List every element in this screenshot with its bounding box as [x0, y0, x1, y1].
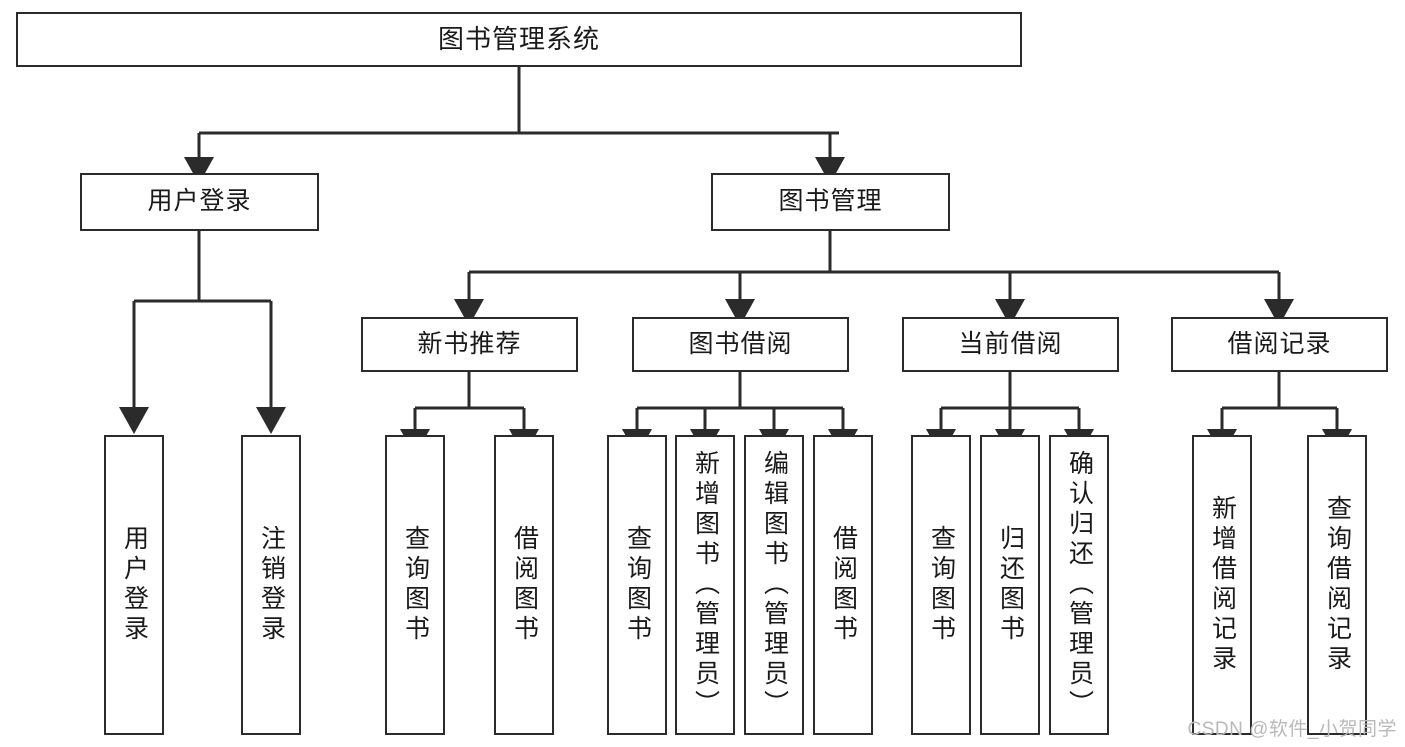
node-leaf-logout-login[interactable]: 注销登录 — [241, 435, 301, 735]
node-leaf-query-book-current[interactable]: 查询图书 — [911, 435, 971, 735]
node-label: 查询图书 — [623, 525, 652, 645]
node-book-borrow[interactable]: 图书借阅 — [632, 317, 849, 372]
node-label: 用户登录 — [147, 187, 252, 216]
node-label: 确认归还（管理员） — [1065, 450, 1094, 720]
node-label: 借阅图书 — [829, 525, 858, 645]
node-label: 查询借阅记录 — [1323, 495, 1352, 675]
node-label: 借阅记录 — [1227, 329, 1332, 358]
node-current-borrow[interactable]: 当前借阅 — [902, 317, 1119, 372]
node-label: 查询图书 — [401, 525, 430, 645]
node-label: 当前借阅 — [958, 329, 1063, 358]
node-root-book-management-system[interactable]: 图书管理系统 — [16, 12, 1022, 67]
node-label: 新书推荐 — [417, 329, 522, 358]
node-label: 图书管理系统 — [437, 24, 600, 55]
node-label: 归还图书 — [996, 525, 1025, 645]
node-book-management[interactable]: 图书管理 — [711, 173, 950, 231]
node-label: 新增借阅记录 — [1208, 495, 1237, 675]
node-borrow-record[interactable]: 借阅记录 — [1171, 317, 1388, 372]
node-leaf-query-borrow-record[interactable]: 查询借阅记录 — [1307, 435, 1367, 735]
node-label: 查询图书 — [927, 525, 956, 645]
node-label: 编辑图书（管理员） — [760, 450, 789, 720]
node-leaf-add-book-admin[interactable]: 新增图书（管理员） — [675, 435, 735, 735]
node-leaf-query-book-borrow[interactable]: 查询图书 — [607, 435, 667, 735]
node-leaf-query-book-new[interactable]: 查询图书 — [385, 435, 445, 735]
node-user-login[interactable]: 用户登录 — [80, 173, 319, 231]
node-leaf-add-borrow-record[interactable]: 新增借阅记录 — [1192, 435, 1252, 735]
node-leaf-confirm-return-admin[interactable]: 确认归还（管理员） — [1049, 435, 1109, 735]
node-label: 注销登录 — [257, 525, 286, 645]
node-label: 图书借阅 — [688, 329, 793, 358]
watermark-text: CSDN @软件_小贺同学 — [1187, 719, 1397, 740]
node-label: 用户登录 — [120, 525, 149, 645]
node-label: 新增图书（管理员） — [691, 450, 720, 720]
node-leaf-edit-book-admin[interactable]: 编辑图书（管理员） — [744, 435, 804, 735]
node-label: 借阅图书 — [510, 525, 539, 645]
node-label: 图书管理 — [778, 187, 883, 216]
node-leaf-user-login[interactable]: 用户登录 — [104, 435, 164, 735]
node-leaf-borrow-book-new[interactable]: 借阅图书 — [494, 435, 554, 735]
node-leaf-return-book[interactable]: 归还图书 — [980, 435, 1040, 735]
node-leaf-borrow-book[interactable]: 借阅图书 — [813, 435, 873, 735]
node-new-book-recommend[interactable]: 新书推荐 — [361, 317, 578, 372]
